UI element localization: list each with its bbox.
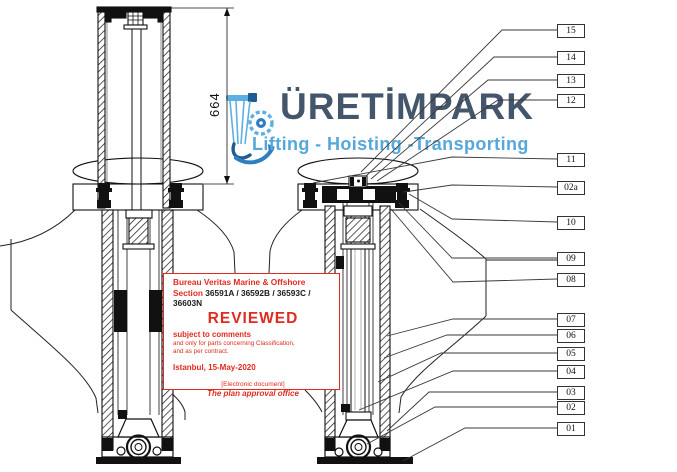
callout-08: 08 [557, 273, 585, 287]
callout-01: 01 [557, 422, 585, 436]
hook-gear-anchor-icon [226, 93, 275, 165]
callout-06: 06 [557, 329, 585, 343]
logo-title: ÜRETİMPARK [280, 86, 534, 127]
stamp-condition-1: subject to comments [173, 330, 251, 339]
stamp-doc-note: [Electronic document] [221, 381, 285, 388]
callout-02a: 02a [557, 181, 585, 195]
callout-14: 14 [557, 51, 585, 65]
logo-subtitle: Lifting - Hoisting -Transporting [252, 134, 529, 154]
callout-13: 13 [557, 74, 585, 88]
callout-12: 12 [557, 94, 585, 108]
callout-03: 03 [557, 386, 585, 400]
dimension-value: 664 [207, 92, 222, 117]
stamp-office: The plan approval office [207, 389, 299, 398]
stamp-organization: Bureau Veritas Marine & Offshore [173, 277, 306, 287]
hull-structure-lines [0, 208, 578, 420]
callout-10: 10 [557, 216, 585, 230]
stamp-section-label: Section [173, 288, 203, 298]
stamp-place-date: Istanbul, 15-May-2020 [173, 363, 256, 372]
left-cylinder-extended [72, 6, 204, 464]
callout-09: 09 [557, 252, 585, 266]
stamp-condition-3: and as per contract. [173, 348, 229, 355]
stamp-section-line: Section 36591A / 36592B / 36593C / 36603… [173, 288, 333, 308]
stamp-condition-2: and only for parts concerning Classifica… [173, 340, 295, 347]
leader-lines [312, 29, 558, 462]
callout-04: 04 [557, 365, 585, 379]
callout-02: 02 [557, 401, 585, 415]
callout-07: 07 [557, 313, 585, 327]
uretimpark-logo: ÜRETİMPARK Lifting - Hoisting -Transport… [224, 86, 544, 165]
callout-05: 05 [557, 347, 585, 361]
callout-11: 11 [557, 153, 585, 167]
dimension-664: 664 [166, 7, 234, 185]
callout-15: 15 [557, 24, 585, 38]
stamp-status: REVIEWED [207, 310, 299, 327]
stamp-section-numbers: 36591A / 36592B / 36593C / 36603N [173, 288, 311, 308]
bureau-veritas-review-stamp: Bureau Veritas Marine & Offshore Section… [163, 273, 340, 398]
